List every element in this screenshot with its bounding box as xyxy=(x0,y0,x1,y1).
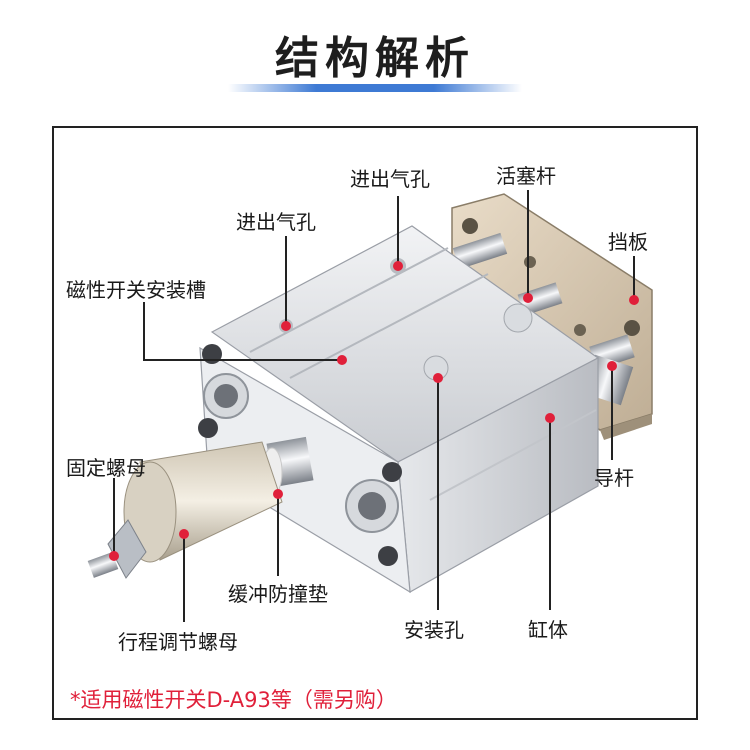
label-guide-rod: 导杆 xyxy=(594,466,634,490)
label-mounting-hole: 安装孔 xyxy=(404,618,464,642)
diagram-frame xyxy=(52,126,698,720)
label-buffer-pad: 缓冲防撞垫 xyxy=(228,582,328,606)
marker-fixing-nut xyxy=(109,551,119,561)
label-cylinder-body: 缸体 xyxy=(528,618,568,642)
footnote: *适用磁性开关D-A93等（需另购） xyxy=(70,688,397,712)
marker-stroke-nut xyxy=(179,529,189,539)
page-title: 结构解析 xyxy=(275,33,475,84)
marker-dots xyxy=(109,261,639,561)
marker-cylinder-body xyxy=(545,413,555,423)
label-fixing-nut: 固定螺母 xyxy=(66,456,146,480)
marker-guide-rod xyxy=(607,361,617,371)
label-stroke-adjust-nut: 行程调节螺母 xyxy=(118,630,238,654)
label-end-plate: 挡板 xyxy=(608,230,648,254)
marker-mounting-hole xyxy=(433,373,443,383)
marker-end-plate xyxy=(629,295,639,305)
label-air-port-top: 进出气孔 xyxy=(350,167,430,191)
leader-lines xyxy=(113,190,635,622)
marker-air-port-top xyxy=(393,261,403,271)
label-piston-rod: 活塞杆 xyxy=(496,164,556,188)
marker-air-port-left xyxy=(281,321,291,331)
marker-buffer-pad xyxy=(273,489,283,499)
marker-piston-rod xyxy=(523,293,533,303)
marker-magnetic-slot xyxy=(337,355,347,365)
rods-shape xyxy=(452,232,635,406)
title-underline xyxy=(228,84,522,92)
label-magnetic-switch-slot: 磁性开关安装槽 xyxy=(66,278,206,302)
front-rod-shape xyxy=(87,436,314,579)
label-air-port-left: 进出气孔 xyxy=(236,210,316,234)
